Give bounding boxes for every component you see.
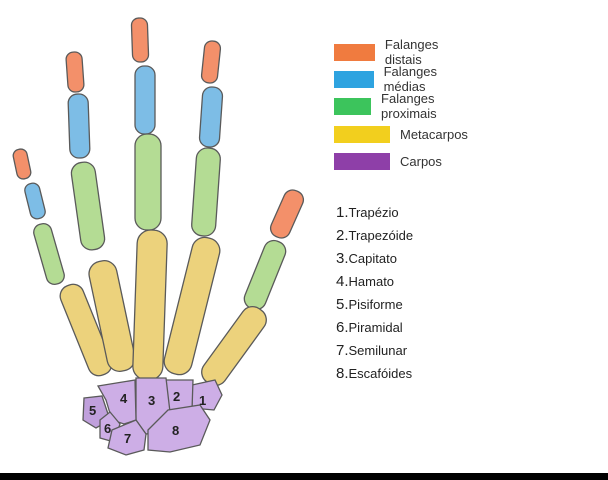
bone-middle-proximal xyxy=(134,133,162,231)
item-name: Semilunar xyxy=(348,343,408,358)
item-name: Capitato xyxy=(348,251,397,266)
legend-label: Falanges médias xyxy=(383,64,438,94)
item-number: 4. xyxy=(336,273,349,290)
item-number: 5. xyxy=(336,296,349,313)
bone-ring-proximal xyxy=(70,161,106,251)
item-number: 7. xyxy=(336,342,349,359)
carpal-hamato xyxy=(96,379,137,425)
carpal-label-4: 4 xyxy=(120,391,128,406)
bottom-bar xyxy=(0,473,608,480)
carpal-escafoides xyxy=(147,404,211,453)
carpal-label-2: 2 xyxy=(173,389,180,404)
bone-ring-metacarpal xyxy=(88,260,136,372)
item-number: 2. xyxy=(336,227,349,244)
legend-label: Metacarpos xyxy=(400,126,468,142)
legend-swatch xyxy=(334,152,390,170)
legend-label: Carpos xyxy=(400,153,442,169)
list-item: 6.Piramidal xyxy=(336,319,413,342)
item-number: 3. xyxy=(336,250,349,267)
carpal-label-1: 1 xyxy=(199,393,206,408)
legend-label: Falanges distais xyxy=(384,37,439,67)
item-name: Piramidal xyxy=(348,320,403,335)
item-number: 8. xyxy=(336,365,349,382)
bone-ring-distal xyxy=(65,51,85,93)
legend-item-proximal: Falanges proximais xyxy=(334,91,456,121)
legend-item-carpal: Carpos xyxy=(334,151,442,171)
bone-little-distal xyxy=(12,148,32,180)
carpal-label-6: 6 xyxy=(104,421,111,436)
carpal-label-7: 7 xyxy=(124,431,131,446)
legend-swatch xyxy=(334,125,390,143)
item-name: Pisiforme xyxy=(348,297,403,312)
legend-swatch xyxy=(334,43,375,61)
legend-swatch xyxy=(334,70,374,88)
item-name: Trapezóide xyxy=(348,228,414,243)
list-item: 3.Capitato xyxy=(336,250,413,273)
carpal-label-3: 3 xyxy=(148,393,155,408)
bone-thumb-proximal xyxy=(243,239,287,311)
item-name: Hamato xyxy=(348,274,395,289)
bone-little-middle xyxy=(24,182,46,220)
legend-item-middle: Falanges médias xyxy=(334,64,453,94)
item-name: Escafóides xyxy=(348,366,413,381)
item-name: Trapézio xyxy=(348,205,399,220)
bone-index-proximal xyxy=(191,147,221,237)
bone-middle-metacarpal xyxy=(132,229,168,381)
bone-middle-middle xyxy=(134,65,156,135)
bone-thumb-distal xyxy=(269,189,305,239)
bone-index-metacarpal xyxy=(163,236,221,376)
bone-little-metacarpal xyxy=(59,283,113,377)
list-item: 8.Escafóides xyxy=(336,365,413,388)
carpal-label-5: 5 xyxy=(89,403,96,418)
bone-little-proximal xyxy=(33,223,65,285)
carpal-names-list: 1.Trapézio 2.Trapezóide 3.Capitato 4.Ham… xyxy=(336,204,413,388)
list-item: 2.Trapezóide xyxy=(336,227,413,250)
carpal-semilunar xyxy=(107,419,147,456)
list-item: 1.Trapézio xyxy=(336,204,413,227)
list-item: 7.Semilunar xyxy=(336,342,413,365)
bone-middle-distal xyxy=(130,17,150,63)
list-item: 5.Pisiforme xyxy=(336,296,413,319)
legend-swatch xyxy=(334,97,372,115)
list-item: 4.Hamato xyxy=(336,273,413,296)
legend-item-distal: Falanges distais xyxy=(334,37,453,67)
bone-thumb-metacarpal xyxy=(201,305,267,387)
bone-index-middle xyxy=(198,86,224,148)
carpal-bones: 1 2 3 4 5 6 7 8 xyxy=(82,377,223,456)
legend-label: Falanges proximais xyxy=(381,91,437,121)
carpal-label-8: 8 xyxy=(172,423,179,438)
item-number: 1. xyxy=(336,204,349,221)
hand-skeleton-diagram: 1 2 3 4 5 6 7 8 xyxy=(12,17,305,456)
bone-ring-middle xyxy=(67,93,91,159)
bone-index-distal xyxy=(200,40,222,84)
legend-item-metacarpal: Metacarpos xyxy=(334,124,468,144)
item-number: 6. xyxy=(336,319,349,336)
